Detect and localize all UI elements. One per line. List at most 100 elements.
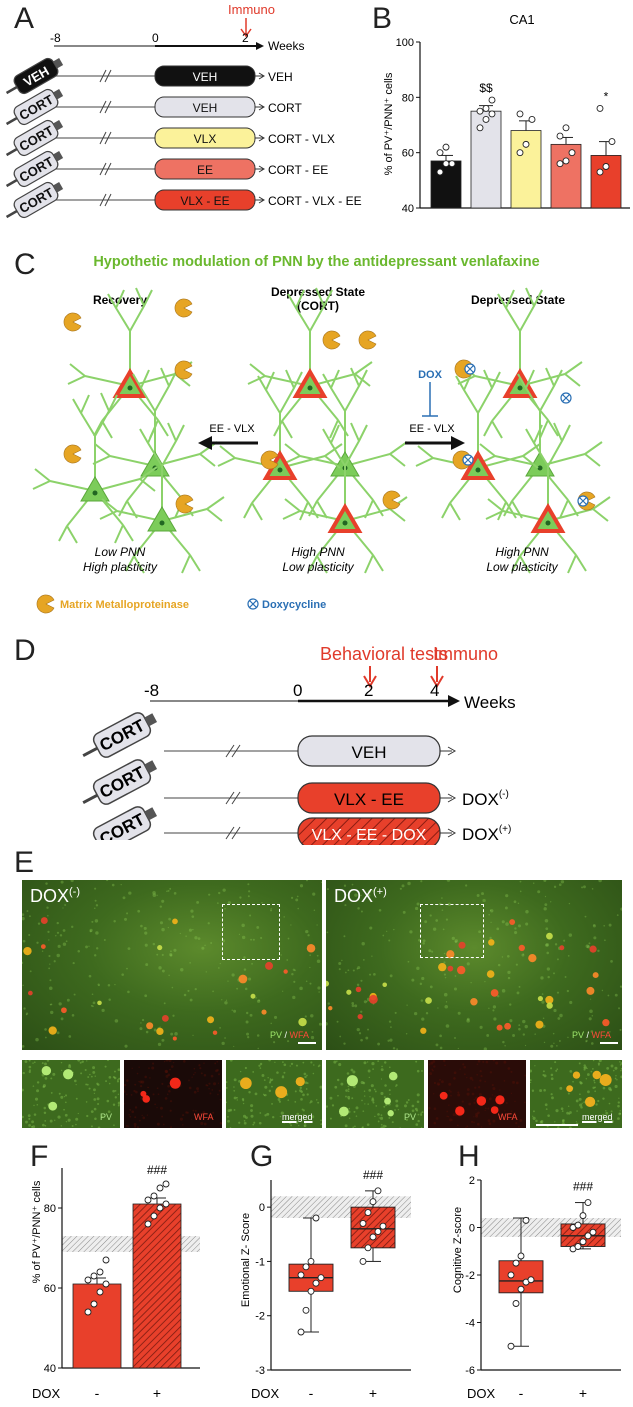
data-point	[562, 157, 570, 165]
data-point	[84, 1308, 92, 1316]
data-point	[482, 116, 490, 123]
zoom-box	[420, 904, 484, 958]
y-tick-label: 60	[44, 1283, 56, 1295]
data-point	[312, 1214, 320, 1222]
timeline-tick: 4	[430, 681, 439, 700]
y-axis-label: % of PV⁺/PNN⁺ cells	[31, 1180, 43, 1283]
data-point	[596, 168, 604, 176]
treatment-box-label: VEH	[193, 101, 218, 115]
panel-c-diagram: Recovery Depressed State (CORT) Depresse…	[32, 285, 611, 614]
data-point	[507, 1342, 515, 1350]
micrograph-dox-plus: DOX(+) PV / WFA	[326, 880, 622, 1050]
panel-d-row3-box: VLX - EE - DOX DOX(+)	[164, 817, 511, 845]
data-point	[302, 1263, 310, 1271]
data-point	[448, 160, 456, 168]
inset-pv: PV	[22, 1060, 120, 1128]
box	[350, 1206, 396, 1249]
group-label: CORT - VLX - EE	[268, 194, 362, 208]
data-point	[90, 1300, 98, 1308]
y-tick-label: 100	[396, 37, 414, 49]
group-label: CORT - EE	[268, 163, 328, 177]
syringe: CORT	[5, 181, 64, 219]
data-point	[90, 1272, 98, 1280]
zoom-box	[222, 904, 280, 960]
panel-c-title: Hypothetic modulation of PNN by the anti…	[93, 254, 540, 270]
state-caption: Low PNN	[95, 545, 146, 559]
data-point	[442, 160, 450, 168]
data-point	[162, 1200, 170, 1208]
inset-merged: merged	[530, 1060, 622, 1128]
x-category-label: +	[369, 1385, 377, 1401]
panel-letter-b: B	[372, 2, 393, 35]
data-point	[476, 107, 484, 115]
panel-letter-c: C	[14, 248, 36, 281]
group-label: CORT - VLX	[268, 132, 335, 146]
data-point	[436, 168, 444, 176]
y-tick-label: -3	[255, 1365, 265, 1377]
group-label: CORT	[268, 101, 302, 115]
bar	[430, 160, 462, 209]
y-tick-label: 0	[259, 1202, 265, 1214]
y-tick-label: 2	[469, 1175, 475, 1187]
data-point	[96, 1268, 104, 1276]
data-point	[297, 1271, 305, 1279]
x-axis-title: DOX	[251, 1386, 280, 1401]
data-point	[156, 1204, 164, 1212]
timeline-tick: 2	[364, 681, 373, 700]
x-axis-title: DOX	[32, 1386, 61, 1401]
data-point	[517, 1252, 525, 1260]
data-point	[374, 1187, 382, 1195]
y-tick-label: 0	[469, 1223, 475, 1235]
y-tick-label: -2	[465, 1270, 475, 1282]
data-point	[102, 1256, 110, 1264]
data-point	[369, 1233, 377, 1241]
legend-doxycycline: Doxycycline	[262, 599, 326, 611]
data-point	[589, 1228, 597, 1236]
data-point	[574, 1221, 582, 1229]
bar	[550, 143, 582, 209]
state-caption: High PNN	[495, 545, 549, 559]
data-point	[579, 1212, 587, 1220]
y-tick-label: 40	[402, 203, 414, 215]
data-point	[507, 1271, 515, 1279]
scale-bar	[298, 1042, 316, 1044]
data-point	[608, 138, 616, 146]
data-point	[312, 1279, 320, 1287]
data-point	[307, 1257, 315, 1265]
significance-label: ###	[573, 1180, 593, 1194]
data-point	[517, 1285, 525, 1293]
immuno-label: Immuno	[433, 644, 498, 664]
data-point	[482, 104, 490, 112]
panel-h-box-plot: Cognitive Z-score DOX -6-4-202-+###	[452, 1175, 621, 1401]
treatment-box-label: VEH	[193, 70, 218, 84]
data-point	[436, 149, 444, 157]
micrograph-dox-minus: DOX(-) PV / WFA	[22, 880, 322, 1050]
panel-letter-g: G	[250, 1140, 274, 1173]
x-category-label: -	[95, 1385, 100, 1401]
panel-d-protocol: Behavioral tests Immuno -8 0 2 4 Weeks C…	[82, 644, 516, 840]
state-caption: High plasticity	[83, 560, 158, 574]
panel-g-box-plot: Emotional Z- Score DOX -3-2-10-+###	[240, 1168, 411, 1401]
data-point	[584, 1199, 592, 1207]
data-point	[596, 104, 604, 112]
legend-mmp: Matrix Metalloproteinase	[60, 599, 189, 611]
y-tick-label: -2	[255, 1311, 265, 1323]
data-point	[102, 1280, 110, 1288]
y-axis-label: Emotional Z- Score	[240, 1213, 252, 1307]
data-point	[556, 160, 564, 168]
arrow-label: EE - VLX	[209, 423, 255, 435]
arrow-label: EE - VLX	[409, 423, 455, 435]
data-point	[476, 124, 484, 132]
bar	[510, 130, 542, 209]
significance-label: ###	[363, 1168, 383, 1182]
y-axis-label: % of PV⁺/PNN⁺ cells	[383, 72, 395, 175]
state-caption: High PNN	[291, 545, 345, 559]
data-point	[527, 1276, 535, 1284]
data-point	[364, 1244, 372, 1252]
data-point	[522, 1216, 530, 1224]
immuno-arrow-label: Immuno	[228, 2, 275, 17]
data-point	[556, 132, 564, 140]
data-point	[379, 1222, 387, 1230]
data-point	[162, 1180, 170, 1188]
